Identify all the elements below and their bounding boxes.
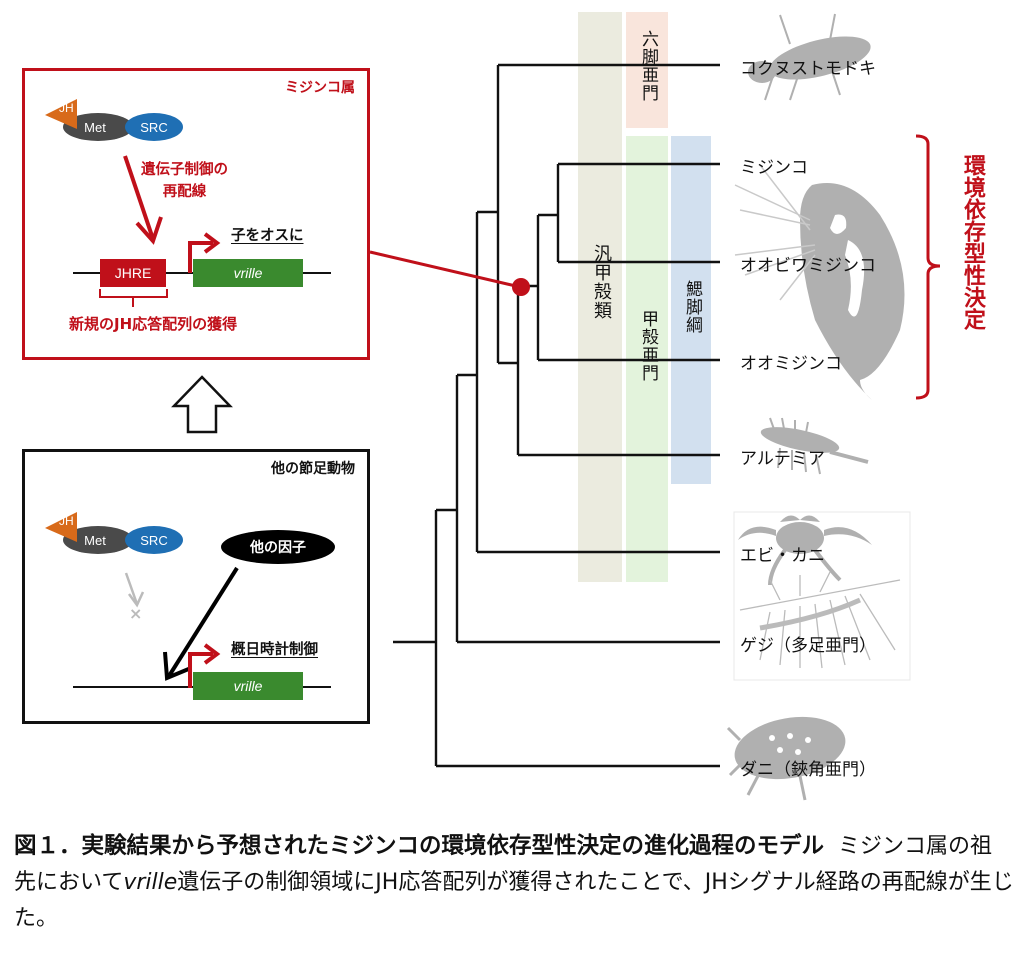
clade-band-pancrustacea [578, 12, 622, 582]
phylogenetic-tree [369, 13, 941, 801]
jh-hormone-icon [45, 512, 77, 542]
src-protein: SRC [125, 113, 183, 141]
acquisition-label: 新規のJH応答配列の獲得 [69, 315, 238, 333]
daphnia-panel-title: ミジンコ属 [285, 80, 355, 96]
caption-body-prefix: ミジンコ属の祖先において [14, 834, 993, 895]
blocked-mark: × [129, 604, 143, 623]
jh-label: JH [59, 514, 74, 528]
rewiring-connector-line [369, 250, 521, 289]
crab-icon [733, 511, 911, 681]
daphnia-panel: ミジンコ属 Met SRC JH 遺伝子制御の 再配線 JHRE vrille … [22, 68, 370, 360]
species-label: オオミジンコ [740, 354, 842, 374]
other-arthropods-panel-title: 他の節足動物 [271, 461, 355, 477]
jh-label: JH [59, 101, 74, 115]
caption-title: 図１．実験結果から予想されたミジンコの環境依存型性決定の進化過程のモデル [14, 833, 825, 859]
species-label: アルテミア [740, 449, 825, 469]
rewiring-arrow-icon [123, 155, 163, 245]
esd-group-label: 環境依存型性決定 [960, 154, 985, 330]
blocked-arrow-icon [124, 572, 145, 608]
mite-icon [726, 716, 846, 801]
clade-band-branchiopoda [671, 136, 711, 484]
clade-label-crustacea: 甲殻亜門 [638, 310, 658, 382]
jh-met-src-complex: Met SRC JH [45, 99, 185, 145]
species-label: オオビワミジンコ [740, 256, 876, 276]
caption-gene-name: vrille [123, 870, 178, 895]
transcription-start-arrow-icon [188, 232, 221, 273]
rewiring-label-line2: 再配線 [162, 184, 207, 200]
outcome-label: 概日時計制御 [231, 642, 318, 658]
rewiring-label-line1: 遺伝子制御の [141, 162, 228, 178]
species-label: コクヌストモドキ [740, 59, 876, 79]
outcome-label: 子をオスに [231, 228, 304, 244]
transcription-start-arrow-icon [188, 643, 221, 688]
clade-label-pancrustacea: 汎甲殻類 [591, 244, 612, 320]
jhre-element: JHRE [100, 259, 166, 287]
beetle-icon [748, 13, 871, 101]
species-label: ミジンコ [740, 158, 808, 178]
tree-branches [393, 63, 720, 768]
clade-label-hexapoda: 六脚亜門 [638, 30, 658, 102]
clade-label-branchiopoda: 鰓脚綱 [682, 280, 702, 334]
species-silhouettes [726, 13, 911, 801]
jhre-bracket-icon [99, 289, 168, 307]
jh-hormone-icon [45, 99, 77, 129]
species-label: ダニ（鋏角亜門） [740, 760, 876, 780]
species-label: エビ・カニ [740, 546, 825, 566]
other-factor-ellipse: 他の因子 [221, 530, 335, 564]
species-label: ゲジ（多足亜門） [740, 636, 876, 656]
src-protein: SRC [125, 526, 183, 554]
other-arthropods-panel: 他の節足動物 Met SRC JH × 他の因子 vrille 概日時計制御 [22, 449, 370, 724]
centipede-icon [739, 571, 901, 669]
daphnia-icon [734, 164, 905, 400]
evolution-up-arrow-icon [171, 375, 233, 434]
clade-band-hexapoda [626, 12, 668, 128]
other-factor-arrow-icon [163, 566, 239, 681]
figure-caption: 図１．実験結果から予想されたミジンコの環境依存型性決定の進化過程のモデルミジンコ… [14, 828, 1014, 937]
esd-bracket-icon [915, 134, 941, 400]
jh-met-src-complex: Met SRC JH [45, 512, 185, 558]
vrille-gene: vrille [193, 259, 303, 287]
caption-body-suffix: 遺伝子の制御領域にJH応答配列が獲得されたことで、JHシグナル経路の再配線が生じ… [14, 870, 1014, 931]
rewiring-label: 遺伝子制御の 再配線 [141, 159, 228, 203]
rewiring-node-marker [512, 278, 530, 296]
vrille-gene: vrille [193, 672, 303, 700]
brine-shrimp-icon [760, 417, 869, 475]
